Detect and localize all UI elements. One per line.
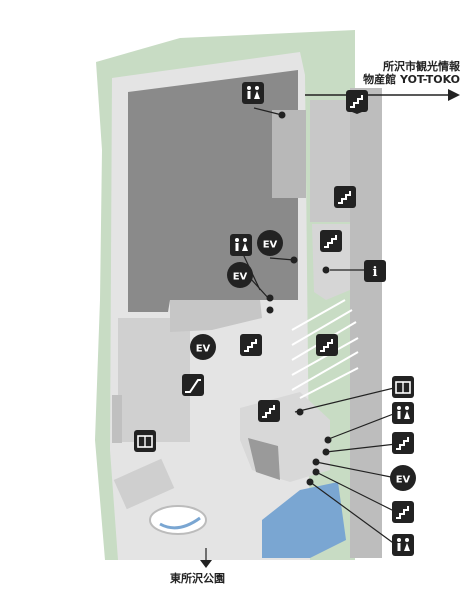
tourist-info-label: 所沢市観光情報 物産館 YOT-TOKO — [350, 60, 460, 86]
building-north-wing — [272, 110, 306, 198]
elevator-icon[interactable]: EV — [390, 465, 416, 491]
tourist-info-label-line1: 所沢市観光情報 — [383, 60, 460, 73]
pond — [262, 482, 346, 558]
info-direction-arrow — [448, 89, 460, 101]
restroom-icon[interactable] — [230, 234, 252, 256]
stairs-icon[interactable] — [258, 400, 280, 422]
elevator-text: EV — [263, 240, 278, 251]
info-icon[interactable]: i — [364, 260, 386, 282]
bus-shelter — [113, 458, 175, 510]
location-dots — [266, 111, 332, 486]
stairs-icon[interactable] — [334, 186, 356, 208]
elevator-icon[interactable]: EV — [190, 334, 216, 360]
elevator-text: EV — [396, 475, 411, 486]
escalator-icon[interactable] — [182, 374, 204, 396]
elevator-text: EV — [233, 272, 248, 283]
stairs-icon[interactable] — [316, 334, 338, 356]
elevator-text: EV — [196, 344, 211, 355]
elevator-icon[interactable]: EV — [257, 230, 283, 256]
locker-icon[interactable] — [392, 376, 414, 398]
info-text: i — [373, 265, 378, 280]
park-label: 東所沢公園 — [170, 572, 225, 585]
connector-lines — [242, 107, 397, 546]
stairs-icon[interactable] — [320, 230, 342, 252]
main-building-dark — [128, 70, 298, 312]
pond-small-water — [159, 516, 201, 530]
elevator-icon[interactable]: EV — [227, 262, 253, 288]
locker-icon[interactable] — [134, 430, 156, 452]
restroom-icon[interactable] — [392, 402, 414, 424]
stairs-icon[interactable] — [392, 501, 414, 523]
stairs-icon[interactable] — [392, 432, 414, 454]
restroom-icon[interactable] — [392, 534, 414, 556]
stairs-icon[interactable] — [240, 334, 262, 356]
restroom-icon[interactable] — [242, 82, 264, 104]
park-direction-arrow — [200, 560, 212, 568]
stairs-icon[interactable] — [346, 90, 368, 114]
building-west-edge — [112, 395, 122, 443]
building-south-dark — [248, 438, 280, 480]
building-middle-annex — [170, 300, 262, 332]
tourist-info-label-line2: 物産館 YOT-TOKO — [363, 73, 460, 86]
building-west — [118, 318, 190, 442]
terrace-steps — [291, 299, 359, 399]
